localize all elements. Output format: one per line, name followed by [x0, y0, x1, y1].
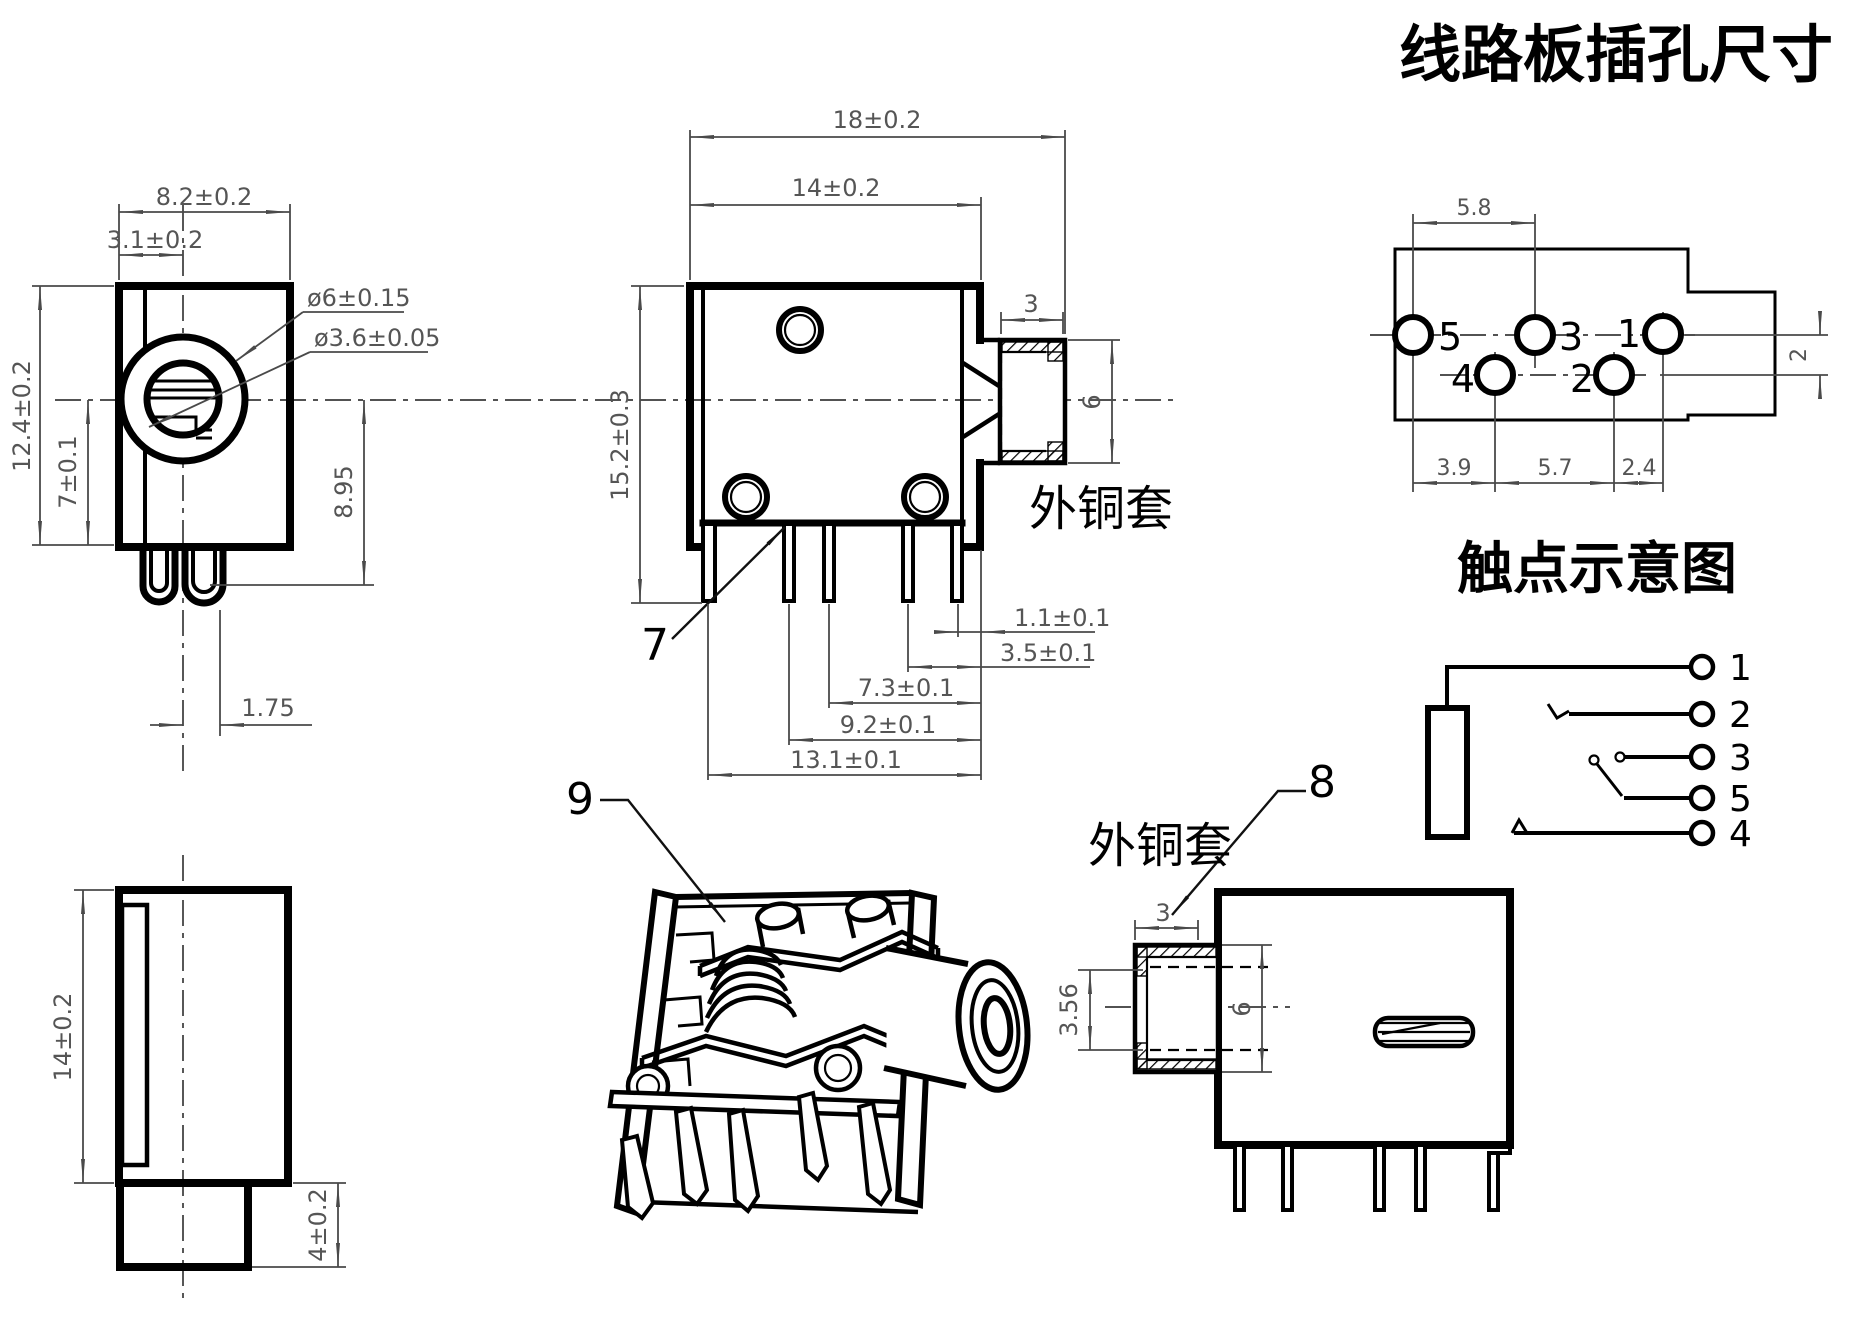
right-view-dimensions: 3 3.56 6: [1055, 899, 1272, 1073]
dim-sleeve-od: 6: [1078, 394, 1106, 409]
front-view: 8.2±0.2 3.1±0.2 12.4±0.2 7±0.1 ø6±0.15 ø…: [8, 183, 440, 775]
dim-sleeve-length: 3: [1023, 290, 1038, 318]
dim-inner-dia: ø3.6±0.05: [314, 324, 440, 352]
section-sleeve: [997, 337, 1068, 466]
right-body-foot: [1498, 1145, 1512, 1155]
front-view-dimensions: 8.2±0.2 3.1±0.2 12.4±0.2 7±0.1 ø6±0.15 ø…: [8, 183, 440, 736]
bottom-boss: [116, 1179, 252, 1271]
dim-bottom-height: 14±0.2: [49, 993, 77, 1082]
part-label-7: 7: [641, 620, 669, 671]
front-pin-right: [181, 543, 227, 607]
dim-total-height: 15.2±0.3: [606, 389, 634, 501]
schematic-plug-body: [1425, 705, 1470, 840]
pcb-hole-label-5: 5: [1438, 315, 1462, 359]
schematic-node-3: [1614, 751, 1626, 763]
pcb-holes: [1392, 313, 1684, 396]
dim-pcb-b: 5.7: [1538, 456, 1573, 481]
right-sleeve: [1132, 942, 1268, 1075]
dim-body-length: 14±0.2: [792, 174, 881, 202]
front-pin-left: [139, 543, 179, 606]
right-side-view: 8 外铜套 3 3.56 6: [1055, 757, 1514, 1212]
dim-pin2: 3.5±0.1: [1000, 639, 1096, 667]
schematic-terminals: [1688, 653, 1716, 847]
dim-front-center-offset: 3.1±0.2: [107, 226, 203, 254]
dim-pin5: 13.1±0.1: [790, 746, 902, 774]
dim-pin-offset: 1.75: [241, 694, 294, 722]
dim-right-sleeve-length: 3: [1155, 899, 1170, 927]
dim-front-center-to-bottom: 7±0.1: [54, 435, 82, 509]
dim-boss-height: 4±0.2: [304, 1188, 332, 1262]
dim-right-bore: 3.56: [1055, 983, 1083, 1036]
front-pin-right-inner: [191, 547, 217, 594]
schematic-title: 触点示意图: [1457, 537, 1737, 602]
pcb-outline: [1393, 247, 1777, 422]
pcb-hole-label-3: 3: [1559, 315, 1583, 359]
schematic-wire-1: [1445, 665, 1689, 708]
front-pin-left-inner: [149, 547, 169, 593]
front-body-outline: [115, 282, 294, 551]
pcb-hole-label-2: 2: [1570, 357, 1594, 401]
schematic-contact-tick-2: [1546, 703, 1570, 721]
pcb-hole-layout: 线路板插孔尺寸 5 3 1 4 2 5.8 3.9: [1370, 18, 1833, 492]
section-pins: [701, 522, 964, 603]
sheet-title: 线路板插孔尺寸: [1399, 18, 1833, 91]
dim-outer-dia: ø6±0.15: [307, 284, 411, 312]
dim-pcb-top: 5.8: [1457, 196, 1492, 221]
leader-part7: [671, 526, 786, 640]
schematic-contact-hump-4: [1510, 816, 1529, 834]
part-label-9: 9: [566, 774, 594, 825]
dim-pin4: 9.2±0.1: [840, 711, 936, 739]
terminal-label-3: 3: [1729, 738, 1752, 779]
pcb-dimensions: 5.8 3.9 5.7 2.4 2: [1413, 196, 1822, 485]
dim-pin-reach: 8.95: [330, 465, 358, 518]
dim-pin3: 7.3±0.1: [858, 674, 954, 702]
leader-part9: [600, 798, 726, 923]
sleeve-label-right: 外铜套: [1088, 818, 1232, 874]
pcb-hole-label-1: 1: [1617, 312, 1641, 356]
iso-base-edge: [639, 1199, 919, 1215]
terminal-label-2: 2: [1729, 695, 1752, 736]
section-funnel: [961, 337, 1001, 466]
pcb-hole-label-4: 4: [1451, 357, 1475, 401]
front-pins: [139, 543, 227, 607]
iso-contact-strip-upper: [697, 929, 941, 979]
right-view-pins: [1233, 1143, 1500, 1212]
dim-front-width: 8.2±0.2: [156, 183, 252, 211]
dim-front-height: 12.4±0.2: [8, 360, 36, 472]
isometric-view: 9: [566, 774, 1031, 1221]
part-label-8: 8: [1308, 757, 1336, 808]
dim-pcb-a: 3.9: [1437, 456, 1472, 481]
dim-total-length: 18±0.2: [833, 106, 922, 134]
dim-pcb-row-offset: 2: [1787, 348, 1812, 362]
terminal-label-1: 1: [1729, 648, 1752, 689]
section-view: 7 外铜套 18±0.2 14±0.2 15.2±0.3 3 6: [606, 106, 1173, 780]
bottom-view: 14±0.2 4±0.2: [49, 855, 346, 1305]
iso-contact-pegs: [754, 893, 897, 948]
iso-barrel: [883, 945, 1031, 1093]
dim-pcb-c: 2.4: [1622, 456, 1657, 481]
right-body-slot: [1372, 1015, 1476, 1049]
bottom-view-dimensions: 14±0.2 4±0.2: [49, 889, 346, 1268]
terminal-label-4: 4: [1729, 814, 1752, 855]
section-view-dimensions: 18±0.2 14±0.2 15.2±0.3 3 6: [606, 106, 1120, 780]
schematic-switch-lever: [1595, 763, 1624, 797]
iso-pins: [619, 1090, 893, 1221]
terminal-label-5: 5: [1729, 779, 1752, 820]
leader-part8: [1171, 789, 1306, 916]
bottom-slot: [119, 902, 150, 1168]
dim-right-sleeve-od: 6: [1228, 1001, 1256, 1016]
front-contact-detail: [150, 379, 216, 440]
front-inner-bore: [143, 359, 223, 439]
schematic-pivot: [1588, 754, 1600, 766]
section-rivets: [722, 306, 949, 521]
dim-pin1: 1.1±0.1: [1014, 604, 1110, 632]
contact-schematic: 触点示意图 1 2 3 5 4: [1425, 537, 1752, 855]
sleeve-label-mid: 外铜套: [1029, 481, 1173, 537]
